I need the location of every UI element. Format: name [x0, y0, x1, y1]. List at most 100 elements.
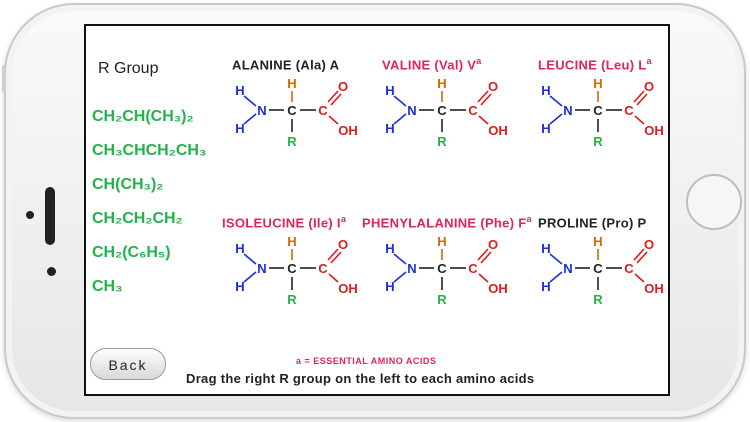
- bond-line: [393, 113, 407, 125]
- hydrogen-label: H: [541, 279, 550, 294]
- nitrogen-label: N: [407, 261, 416, 276]
- bond-line: [243, 253, 257, 265]
- rgroup-item[interactable]: CH₃: [92, 278, 123, 295]
- hydrogen-label: H: [437, 78, 446, 91]
- hydroxyl-label: OH: [338, 123, 358, 138]
- bond-line: [480, 93, 492, 106]
- carbon-label: C: [593, 261, 603, 276]
- carbon-label: C: [468, 103, 478, 118]
- back-button[interactable]: Back: [90, 348, 166, 380]
- nitrogen-label: N: [563, 103, 572, 118]
- carbon-label: C: [437, 261, 447, 276]
- carbon-label: C: [624, 103, 634, 118]
- rgroup-title: R Group: [98, 60, 159, 77]
- home-button[interactable]: [686, 174, 742, 230]
- rgroup-item[interactable]: CH₂CH₂CH₂: [92, 210, 183, 227]
- amino-acid-title: LEUCINE (Leu) La: [538, 56, 652, 73]
- hydrogen-label: H: [385, 121, 394, 136]
- oxygen-label: O: [488, 237, 498, 252]
- app-screen: R Group CH₂CH(CH₃)₂ CH₃CHCH₂CH₃ CH(CH₃)₂…: [84, 24, 670, 396]
- hydrogen-label: H: [541, 83, 550, 98]
- amino-acid-title: ISOLEUCINE (Ile) Ia: [222, 214, 347, 231]
- r-group-label: R: [593, 134, 603, 149]
- instruction-text: Drag the right R group on the left to ea…: [186, 371, 535, 386]
- bond-line: [636, 93, 648, 106]
- hydrogen-label: H: [385, 241, 394, 256]
- hydrogen-label: H: [287, 78, 296, 91]
- bond-line: [328, 115, 339, 125]
- hydrogen-label: H: [593, 236, 602, 249]
- bond-line: [549, 253, 563, 265]
- hydroxyl-label: OH: [488, 123, 508, 138]
- bond-line: [327, 90, 339, 103]
- r-group-label: R: [287, 134, 297, 149]
- bond-line: [328, 273, 339, 283]
- bond-line: [393, 253, 407, 265]
- bond-line: [634, 115, 645, 125]
- hydrogen-label: H: [287, 236, 296, 249]
- hydrogen-label: H: [541, 241, 550, 256]
- bond-line: [393, 95, 407, 107]
- nitrogen-label: N: [407, 103, 416, 118]
- amino-acid-title: PHENYLALANINE (Phe) Fa: [362, 214, 532, 231]
- hydroxyl-label: OH: [644, 281, 664, 296]
- bond-line: [549, 95, 563, 107]
- oxygen-label: O: [488, 79, 498, 94]
- bond-line: [633, 90, 645, 103]
- hydrogen-label: H: [235, 83, 244, 98]
- bond-line: [477, 248, 489, 261]
- rgroup-item[interactable]: CH₂CH(CH₃)₂: [92, 108, 194, 125]
- carbon-label: C: [468, 261, 478, 276]
- carbon-label: C: [624, 261, 634, 276]
- hydrogen-label: H: [235, 121, 244, 136]
- hydrogen-label: H: [593, 78, 602, 91]
- carbon-label: C: [318, 103, 328, 118]
- hydrogen-label: H: [385, 83, 394, 98]
- oxygen-label: O: [338, 237, 348, 252]
- carbon-label: C: [287, 103, 297, 118]
- bond-line: [549, 113, 563, 125]
- bond-line: [478, 115, 489, 125]
- bond-line: [393, 271, 407, 283]
- carbon-label: C: [593, 103, 603, 118]
- bond-line: [634, 273, 645, 283]
- amino-acid-title: ALANINE (Ala) A: [232, 57, 340, 73]
- carbon-label: C: [437, 103, 447, 118]
- volume-button: [2, 65, 6, 93]
- sensor-dot: [47, 267, 56, 276]
- hydroxyl-label: OH: [644, 123, 664, 138]
- rgroup-item[interactable]: CH(CH₃)₂: [92, 176, 164, 193]
- hydroxyl-label: OH: [338, 281, 358, 296]
- nitrogen-label: N: [563, 261, 572, 276]
- oxygen-label: O: [644, 237, 654, 252]
- bond-line: [243, 113, 257, 125]
- hydroxyl-label: OH: [488, 281, 508, 296]
- carbon-label: C: [287, 261, 297, 276]
- oxygen-label: O: [338, 79, 348, 94]
- carbon-label: C: [318, 261, 328, 276]
- bond-line: [243, 95, 257, 107]
- bond-line: [330, 251, 342, 264]
- r-group-label: R: [437, 292, 447, 307]
- rgroup-item[interactable]: CH₃CHCH₂CH₃: [92, 142, 207, 159]
- bond-line: [243, 271, 257, 283]
- bond-line: [549, 271, 563, 283]
- bond-line: [480, 251, 492, 264]
- oxygen-label: O: [644, 79, 654, 94]
- nitrogen-label: N: [257, 103, 266, 118]
- r-group-label: R: [593, 292, 603, 307]
- hydrogen-label: H: [437, 236, 446, 249]
- hydrogen-label: H: [385, 279, 394, 294]
- hydrogen-label: H: [541, 121, 550, 136]
- hydrogen-label: H: [235, 279, 244, 294]
- rgroup-item[interactable]: CH₂(C₆H₅): [92, 244, 171, 261]
- hydrogen-label: H: [235, 241, 244, 256]
- r-group-label: R: [287, 292, 297, 307]
- camera-dot: [26, 211, 34, 219]
- bond-line: [327, 248, 339, 261]
